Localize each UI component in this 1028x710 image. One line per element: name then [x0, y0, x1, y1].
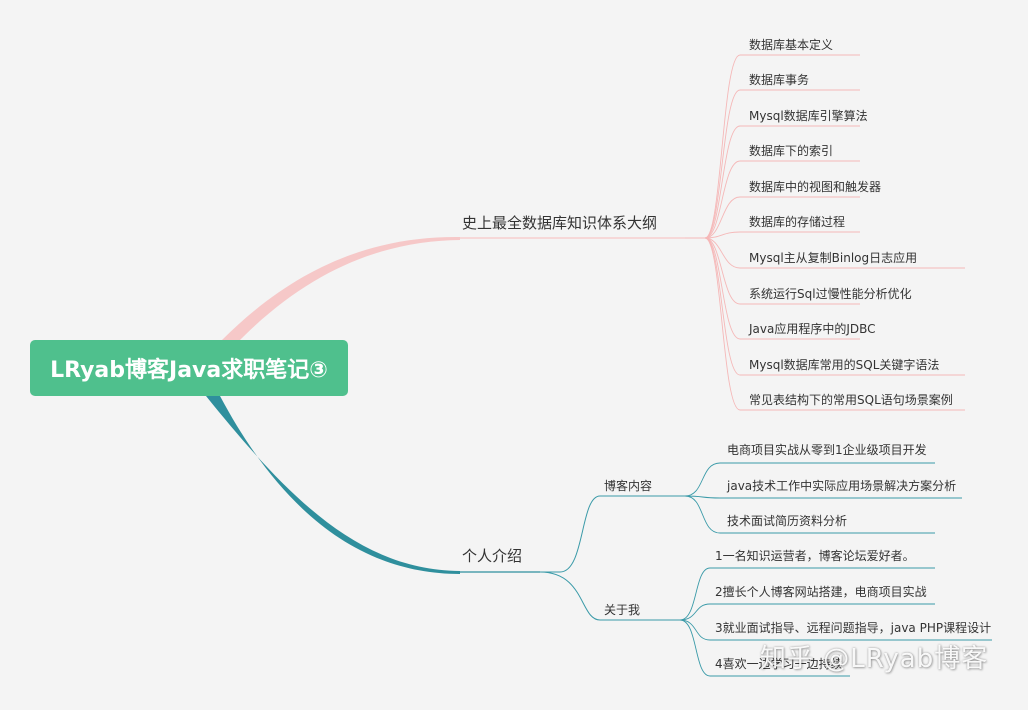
about-me-item[interactable]: 4喜欢一边学习一边持续: [715, 657, 843, 671]
zhihu-watermark: 知乎 @LRyab博客: [760, 644, 989, 674]
connector-root-intro: [206, 396, 460, 574]
connector-about-item: [679, 619, 992, 641]
about-me-item[interactable]: 2擅长个人博客网站搭建，电商项目实战: [715, 585, 927, 599]
connector-root-database: [222, 236, 460, 344]
connector-about-item: [679, 567, 935, 621]
db-item[interactable]: Mysql数据库引擎算法: [749, 109, 868, 123]
topic-database-outline[interactable]: 史上最全数据库知识体系大纲: [462, 214, 658, 232]
blog-content-item[interactable]: java技术工作中实际应用场景解决方案分析: [727, 479, 957, 493]
root-topic[interactable]: LRyab博客Java求职笔记③: [30, 340, 348, 396]
connector-about-item: [679, 619, 850, 677]
db-item[interactable]: 数据库的存储过程: [749, 215, 846, 229]
connector-intro-about: [539, 571, 680, 621]
db-item[interactable]: Mysql数据库常用的SQL关键字语法: [749, 358, 940, 372]
connector-blog-item: [684, 462, 935, 497]
connector-about-item: [679, 603, 935, 621]
db-item[interactable]: 数据库下的索引: [749, 144, 834, 158]
connector-blog-item: [684, 495, 962, 499]
connector-db-item: [685, 54, 860, 239]
db-item[interactable]: Java应用程序中的JDBC: [749, 322, 876, 336]
connector-db-item: [685, 160, 860, 239]
connector-blog-item: [684, 495, 935, 534]
about-me-item[interactable]: 1一名知识运营者，博客论坛爱好者。: [715, 549, 915, 563]
connector-intro-blog: [540, 495, 685, 573]
about-me-item[interactable]: 3就业面试指导、远程问题指导，java PHP课程设计: [715, 621, 992, 635]
subtopic-about-me[interactable]: 关于我: [604, 603, 641, 617]
connector-db-item: [685, 125, 860, 239]
blog-content-item[interactable]: 电商项目实战从零到1企业级项目开发: [727, 443, 927, 457]
db-item[interactable]: Mysql主从复制Binlog日志应用: [749, 251, 918, 265]
blog-content-item[interactable]: 技术面试简历资料分析: [727, 514, 848, 528]
db-item[interactable]: 常见表结构下的常用SQL语句场景案例: [749, 393, 953, 407]
db-item[interactable]: 数据库中的视图和触发器: [749, 180, 882, 194]
topic-personal-intro[interactable]: 个人介绍: [462, 547, 523, 565]
db-item[interactable]: 数据库事务: [749, 73, 810, 87]
db-item[interactable]: 数据库基本定义: [749, 38, 834, 52]
connector-db-item: [685, 237, 965, 411]
subtopic-blog-content[interactable]: 博客内容: [604, 479, 653, 493]
db-item[interactable]: 系统运行Sql过慢性能分析优化: [749, 287, 912, 301]
connector-db-item: [685, 231, 860, 239]
